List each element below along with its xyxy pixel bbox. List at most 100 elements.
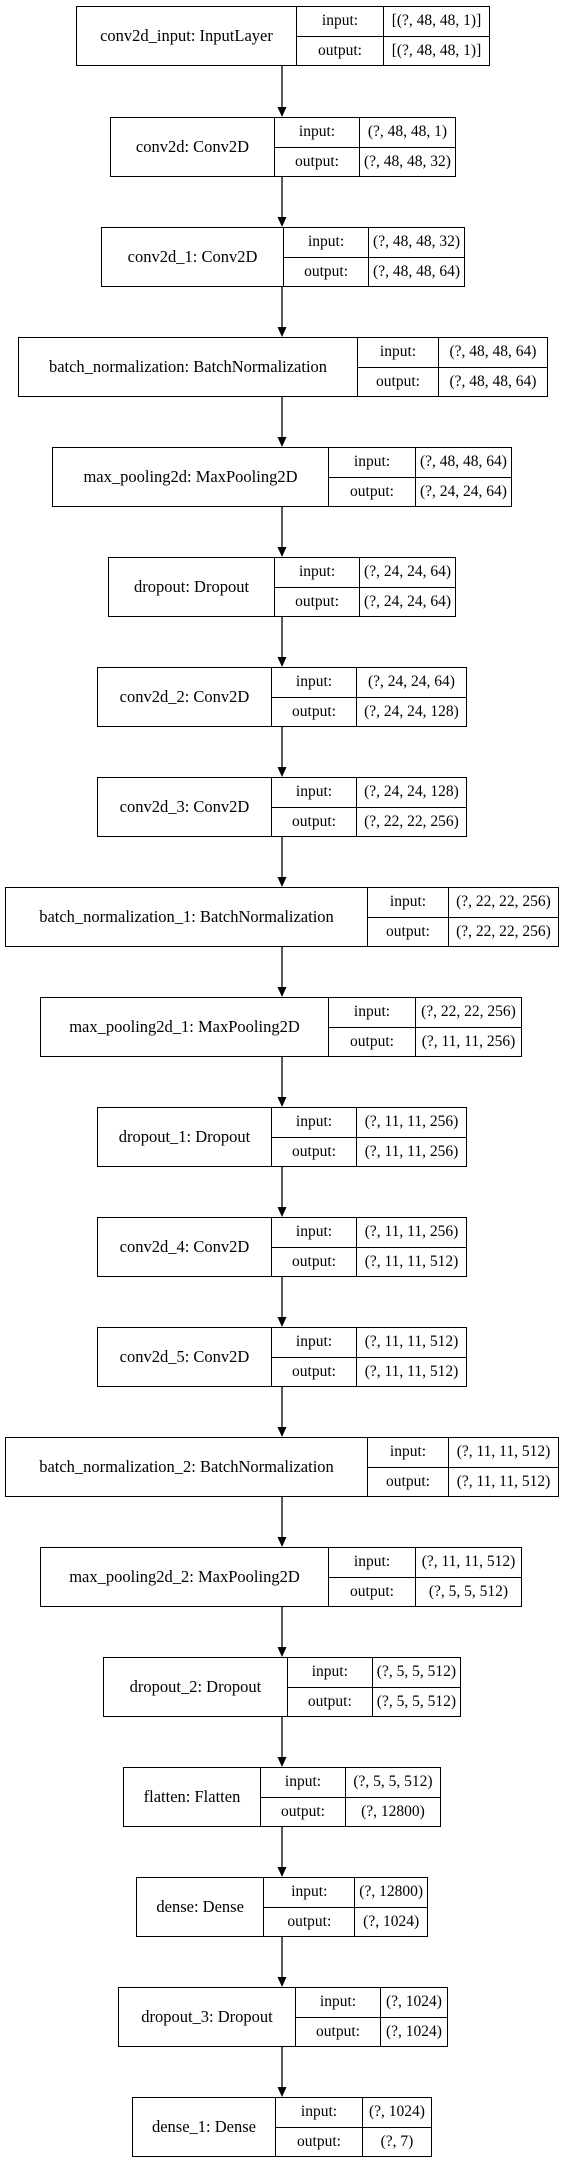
layer-name: flatten: Flatten — [124, 1768, 261, 1826]
output-label: output: — [272, 1357, 357, 1386]
output-shape: (?, 22, 22, 256) — [364, 812, 459, 830]
layer-name: dropout_2: Dropout — [104, 1658, 288, 1716]
output-shape: (?, 1024) — [386, 2022, 442, 2040]
arrowhead-icon — [277, 1097, 287, 1107]
output-label: output: — [275, 587, 361, 616]
output-label: output: — [288, 1687, 373, 1716]
output-label: output: — [329, 1577, 416, 1606]
input-shape: (?, 22, 22, 256) — [456, 893, 551, 911]
input-shape: (?, 11, 11, 512) — [456, 1443, 551, 1461]
output-shape: (?, 7) — [380, 2132, 414, 2150]
output-label: output: — [284, 257, 370, 286]
output-shape: (?, 24, 24, 64) — [420, 482, 507, 500]
output-shape: (?, 11, 11, 512) — [364, 1362, 459, 1380]
input-label: input: — [275, 558, 361, 587]
output-shape: (?, 5, 5, 512) — [376, 1692, 456, 1710]
input-shape: (?, 48, 48, 64) — [449, 343, 537, 361]
layer-name: batch_normalization: BatchNormalization — [19, 338, 358, 396]
output-shape: (?, 11, 11, 256) — [364, 1142, 459, 1160]
input-label: input: — [329, 998, 416, 1027]
layer-name: max_pooling2d_1: MaxPooling2D — [41, 998, 329, 1056]
input-shape: (?, 48, 48, 1) — [367, 123, 448, 141]
input-shape: (?, 22, 22, 256) — [421, 1003, 516, 1021]
input-label: input: — [368, 888, 449, 917]
arrowhead-icon — [277, 657, 287, 667]
layer-name: max_pooling2d: MaxPooling2D — [53, 448, 329, 506]
output-shape: (?, 48, 48, 64) — [449, 372, 537, 390]
layer-name: dropout_1: Dropout — [98, 1108, 272, 1166]
output-label: output: — [368, 1467, 449, 1496]
arrowhead-icon — [277, 1537, 287, 1547]
input-shape: (?, 11, 11, 256) — [364, 1113, 459, 1131]
input-shape: (?, 12800) — [359, 1883, 423, 1901]
layer-name: conv2d: Conv2D — [111, 118, 275, 176]
output-shape: (?, 11, 11, 512) — [364, 1252, 459, 1270]
arrowhead-icon — [277, 1867, 287, 1877]
arrowhead-icon — [277, 217, 287, 227]
input-label: input: — [368, 1438, 449, 1467]
input-shape: (?, 48, 48, 32) — [373, 233, 460, 251]
output-shape: (?, 1024) — [363, 1912, 420, 1930]
output-shape: (?, 24, 24, 128) — [364, 702, 459, 720]
input-label: input: — [261, 1768, 346, 1797]
output-label: output: — [358, 367, 439, 396]
input-label: input: — [329, 1548, 416, 1577]
output-shape: (?, 12800) — [361, 1802, 425, 1820]
input-label: input: — [288, 1658, 373, 1687]
output-shape: (?, 48, 48, 32) — [364, 152, 451, 170]
layer-node: batch_normalization_2: BatchNormalizatio… — [5, 1437, 559, 1497]
layer-name: conv2d_4: Conv2D — [98, 1218, 272, 1276]
input-shape: (?, 5, 5, 512) — [376, 1663, 456, 1681]
output-shape: [(?, 48, 48, 1)] — [391, 41, 482, 59]
arrowhead-icon — [277, 1207, 287, 1217]
arrowhead-icon — [277, 107, 287, 117]
output-label: output: — [276, 2127, 363, 2156]
input-shape: (?, 48, 48, 64) — [420, 453, 507, 471]
input-label: input: — [358, 338, 439, 367]
layer-name: dense: Dense — [137, 1878, 265, 1936]
output-label: output: — [261, 1797, 346, 1826]
output-shape: (?, 48, 48, 64) — [373, 262, 460, 280]
input-label: input: — [272, 1328, 357, 1357]
input-label: input: — [272, 778, 357, 807]
layer-name: max_pooling2d_2: MaxPooling2D — [41, 1548, 329, 1606]
input-shape: (?, 24, 24, 128) — [364, 783, 459, 801]
arrowhead-icon — [277, 767, 287, 777]
layer-name: conv2d_2: Conv2D — [98, 668, 272, 726]
input-label: input: — [296, 1988, 381, 2017]
input-shape: (?, 24, 24, 64) — [364, 563, 451, 581]
arrowhead-icon — [277, 1757, 287, 1767]
layer-name: conv2d_input: InputLayer — [77, 7, 297, 65]
input-shape: (?, 1024) — [386, 1993, 442, 2011]
arrowhead-icon — [277, 987, 287, 997]
output-shape: (?, 11, 11, 256) — [421, 1032, 516, 1050]
arrowhead-icon — [277, 1317, 287, 1327]
input-shape: [(?, 48, 48, 1)] — [391, 12, 482, 30]
input-label: input: — [275, 118, 360, 147]
arrowhead-icon — [277, 437, 287, 447]
layer-name: conv2d_5: Conv2D — [98, 1328, 272, 1386]
input-label: input: — [276, 2098, 363, 2127]
output-label: output: — [264, 1907, 356, 1936]
layer-name: conv2d_1: Conv2D — [102, 228, 285, 286]
arrowhead-icon — [277, 1647, 287, 1657]
arrowhead-icon — [277, 547, 287, 557]
output-label: output: — [329, 1027, 416, 1056]
output-label: output: — [297, 36, 384, 65]
output-label: output: — [368, 917, 449, 946]
output-label: output: — [329, 477, 416, 506]
layer-name: conv2d_3: Conv2D — [98, 778, 272, 836]
